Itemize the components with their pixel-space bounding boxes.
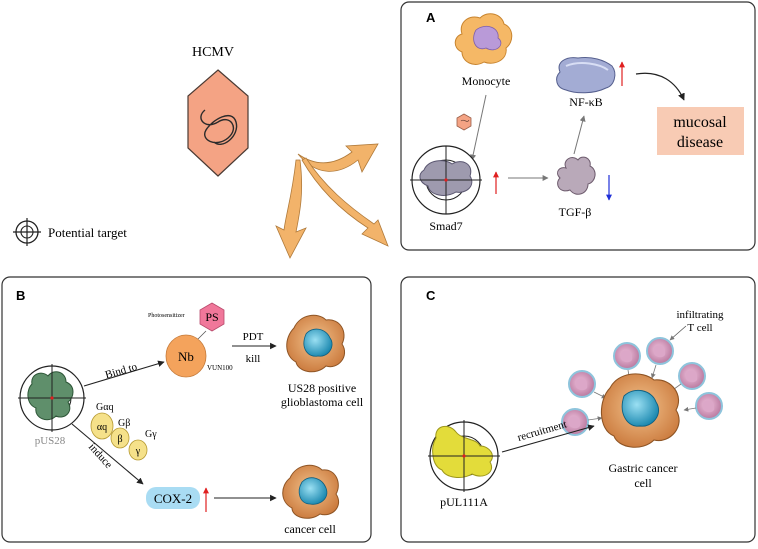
arrow-to-panel-a: [297, 143, 379, 173]
gaq-label: Gαq: [96, 402, 113, 413]
monocyte-label: Monocyte: [462, 74, 511, 88]
t-cell: [561, 408, 589, 436]
hcmv-virus-icon: [187, 69, 249, 177]
tgfb-icon: [557, 156, 596, 195]
gastric-line1: Gastric cancer: [609, 461, 678, 475]
smad7-label: Smad7: [429, 219, 462, 233]
smad7-target-icon: [410, 145, 482, 215]
glioblastoma-line1: US28 positive: [288, 381, 356, 395]
gastric-line2: cell: [634, 476, 652, 490]
monocyte-icon: [454, 13, 513, 65]
pus28-label: pUS28: [35, 435, 66, 447]
gastric-cancer-cell-icon: [600, 373, 680, 448]
arrow-to-panel-c: [301, 157, 389, 247]
panel-b-frame: [1, 276, 372, 543]
nb-ellipse: [165, 334, 207, 378]
pul111a-to-gastric-arrow: [501, 424, 595, 453]
small-virus-icon: [456, 113, 472, 131]
panel-c-letter: C: [426, 288, 436, 303]
cox2-label: COX-2: [154, 491, 192, 506]
panel-a-letter: A: [426, 10, 436, 25]
disease-line2: disease: [677, 134, 723, 151]
gg-label: Gγ: [145, 429, 157, 440]
kill-label: kill: [246, 353, 261, 365]
t-cell: [695, 392, 723, 420]
panel-c-frame: [400, 276, 756, 543]
glioblastoma-cell-icon: [286, 314, 346, 373]
cox2-box: [146, 487, 200, 509]
tgfb-label: TGF-β: [559, 205, 592, 219]
tgfb-to-nfkb-arrow: [573, 115, 586, 155]
pus28-to-cox2-arrow: [71, 423, 144, 485]
pdt-label: PDT: [243, 331, 264, 343]
panel-a-frame: [400, 1, 756, 251]
infiltrating-pointer: [669, 325, 687, 341]
nb-label: Nb: [178, 349, 194, 364]
mucosal-disease-box: [657, 107, 744, 155]
nfkb-icon: [556, 57, 616, 94]
gb-ellipse: [110, 427, 130, 449]
pus28-target-icon: [18, 364, 86, 432]
ps-hexagon: [199, 302, 225, 332]
t-cell: [613, 342, 641, 370]
legend-label: Potential target: [48, 225, 127, 240]
vun100-label: VUN100: [207, 364, 233, 372]
hcmv-label: HCMV: [192, 45, 234, 60]
ps-label: PS: [205, 310, 218, 324]
gb-label: Gβ: [118, 418, 130, 429]
gaq-ellipse: [90, 412, 114, 440]
nfkb-label: NF-κB: [569, 95, 602, 109]
cancer-cell-label: cancer cell: [284, 522, 336, 536]
disease-line1: mucosal: [673, 114, 727, 131]
legend-target-icon: [13, 218, 41, 246]
arrow-to-panel-b: [275, 159, 307, 259]
pus28-to-nb-arrow: [83, 360, 165, 387]
pul111a-label: pUL111A: [440, 495, 488, 509]
t-cell: [646, 337, 674, 365]
cancer-cell-icon: [282, 464, 340, 519]
gg-ellipse: [128, 439, 148, 461]
t-cell: [678, 362, 706, 390]
g-label: γ: [135, 446, 141, 457]
t-cell: [568, 370, 596, 398]
infiltrating-line2: T cell: [687, 322, 712, 334]
glioblastoma-line2: glioblastoma cell: [281, 395, 364, 409]
infiltrating-line1: infiltrating: [676, 309, 724, 321]
aq-label: αq: [97, 422, 107, 433]
monocyte-to-smad7-arrow: [470, 94, 487, 161]
ps-nb-link: [196, 330, 207, 341]
b-label: β: [117, 434, 122, 445]
panel-b-letter: B: [16, 288, 25, 303]
pul111a-target-icon: [428, 420, 500, 492]
virus-arrows: [275, 143, 389, 259]
nfkb-to-disease-arrow: [635, 72, 685, 101]
photosensitizer-label: Photosensitizer: [148, 313, 185, 319]
recruitment-label: recruitment: [516, 418, 568, 444]
bind-to-label: Bind to: [104, 361, 139, 382]
